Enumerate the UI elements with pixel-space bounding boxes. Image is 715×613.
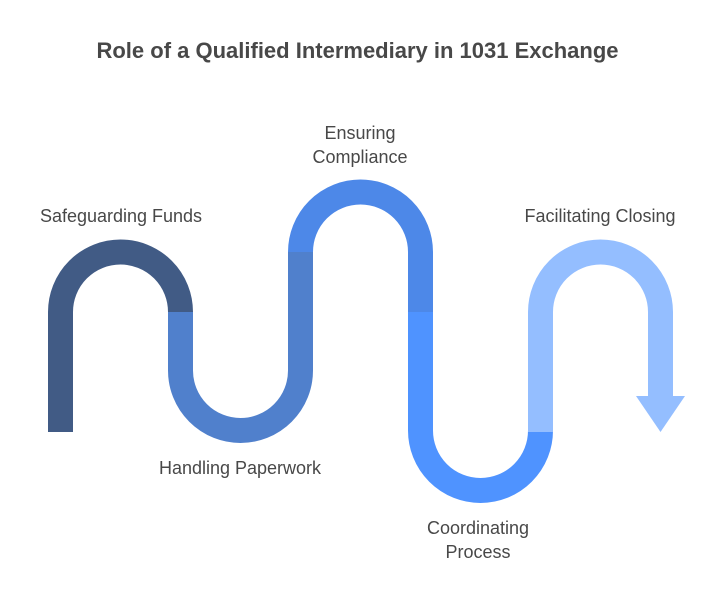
step-5-path [528, 239, 673, 432]
step-label-line: Process [445, 542, 511, 562]
step-label-ensuring-compliance: Ensuring Compliance [290, 121, 430, 169]
step-label-line: Ensuring [324, 123, 396, 143]
step-1-path [48, 239, 193, 432]
step-3-path [288, 179, 433, 312]
step-label-facilitating-closing: Facilitating Closing [524, 206, 676, 226]
step-2-path [168, 252, 313, 443]
arrow-down-icon [636, 396, 685, 432]
step-label-line: Coordinating [426, 518, 530, 538]
step-4-path [408, 312, 553, 503]
step-label-coordinating-process: Coordinating Process [408, 516, 548, 564]
step-label-safeguarding-funds: Safeguarding Funds [39, 206, 203, 226]
step-label-line: Compliance [312, 147, 408, 167]
diagram-title: Role of a Qualified Intermediary in 1031… [96, 38, 619, 63]
step-label-handling-paperwork: Handling Paperwork [158, 458, 322, 478]
